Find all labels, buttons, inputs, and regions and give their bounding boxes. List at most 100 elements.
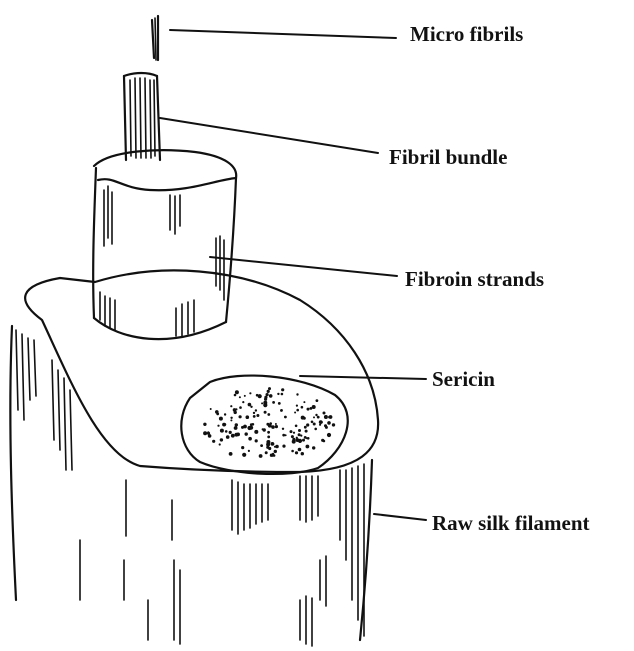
- label-sericin: Sericin: [432, 369, 495, 390]
- stipple-dot: [267, 390, 270, 393]
- fibril-bundle-hatching: [130, 78, 155, 158]
- stipple-dot: [203, 431, 207, 435]
- stipple-dot: [226, 435, 230, 439]
- stipple-dot: [278, 402, 281, 405]
- stipple-dot: [235, 408, 237, 410]
- stipple-dot: [267, 431, 270, 434]
- stipple-dot: [312, 446, 315, 449]
- stipple-dot: [246, 415, 250, 419]
- stipple-dot: [269, 422, 272, 425]
- stipple-dot: [261, 402, 263, 404]
- stipple-dot: [248, 437, 252, 441]
- stipple-dot: [239, 396, 241, 398]
- stipple-dot: [245, 432, 248, 435]
- stipple-dot: [244, 395, 246, 397]
- stipple-dot: [220, 429, 224, 433]
- stipple-dot: [255, 439, 258, 442]
- stipple-dot: [258, 394, 262, 398]
- stipple-dot: [253, 415, 256, 418]
- stipple-dot: [298, 433, 301, 436]
- stipple-dot: [207, 431, 209, 433]
- hatching: [16, 18, 364, 646]
- stipple-dot: [302, 439, 305, 442]
- label-fibroin-strands: Fibroin strands: [405, 269, 544, 290]
- stipple-dot: [220, 438, 223, 441]
- stipple-dot: [210, 408, 212, 410]
- stipple-dot: [327, 433, 331, 437]
- leader-sericin: [300, 376, 426, 379]
- stipple-dot: [268, 387, 271, 390]
- stipple-dot: [312, 405, 316, 409]
- stipple-dot: [291, 435, 294, 438]
- stipple-dot: [304, 426, 307, 429]
- stipple-dot: [234, 411, 237, 414]
- stipple-dot: [241, 426, 244, 429]
- stipple-dot: [274, 450, 277, 453]
- stipple-dot: [324, 415, 328, 419]
- stipple-dot: [219, 443, 221, 445]
- stipple-dot: [255, 409, 257, 411]
- stipple-dot: [242, 453, 246, 457]
- stipple-dot: [217, 425, 219, 427]
- stipple-dot: [313, 416, 315, 418]
- stipple-dot: [262, 428, 264, 430]
- stipple-dot: [306, 423, 309, 426]
- stipple-dot: [295, 425, 298, 428]
- stipple-dot: [292, 438, 295, 441]
- stipple-dot: [296, 438, 300, 442]
- stipple-dot: [321, 421, 323, 423]
- leader-lines: [160, 30, 426, 520]
- stipple-dot: [273, 454, 276, 457]
- stipple-dot: [263, 401, 267, 405]
- stipple-dot: [215, 410, 219, 414]
- stipple-dot: [225, 430, 228, 433]
- label-micro-fibrils: Micro fibrils: [410, 24, 523, 45]
- stipple-dot: [235, 433, 239, 437]
- stipple-dot: [239, 415, 242, 418]
- stipple-dot: [294, 412, 296, 414]
- stipple-dot: [296, 405, 298, 407]
- stipple-dot: [319, 424, 321, 426]
- stipple-dot: [325, 426, 328, 429]
- stipple-dot: [249, 392, 251, 394]
- stipple-dot: [290, 430, 293, 433]
- micro-fibril-hatching: [155, 18, 156, 60]
- stipple-dot: [242, 401, 244, 403]
- stipple-dot: [275, 425, 278, 428]
- strand-bottom: [94, 318, 226, 339]
- stipple-dot: [306, 445, 310, 449]
- stipple-dot: [224, 413, 226, 415]
- stipple-dot: [281, 388, 284, 391]
- stipple-dot: [239, 406, 242, 409]
- stipple-dot: [284, 416, 287, 419]
- stipple-dot: [298, 448, 302, 452]
- stipple-dot: [281, 393, 284, 396]
- stipple-dot: [265, 451, 268, 454]
- stipple-dot: [229, 452, 233, 456]
- label-fibril-bundle: Fibril bundle: [389, 147, 507, 168]
- stipple-dot: [317, 416, 320, 419]
- stipple-dot: [267, 436, 270, 439]
- stipple-dot: [267, 413, 270, 416]
- stipple-dot: [277, 393, 279, 395]
- stipple-dot: [256, 414, 259, 417]
- stipple-dot: [323, 412, 326, 415]
- stipple-dot: [222, 423, 225, 426]
- stipple-dot: [275, 423, 277, 425]
- filament-top-ellipse: [25, 270, 378, 472]
- leader-raw-silk: [374, 514, 426, 520]
- stipple-dot: [282, 434, 285, 437]
- stipple-dot: [260, 444, 263, 447]
- stipple-dot: [212, 440, 215, 443]
- stipple-dot: [307, 408, 310, 411]
- strand-top-front: [98, 178, 236, 190]
- stipple-dot: [313, 423, 316, 426]
- stipple-dot: [203, 423, 206, 426]
- stipple-dot: [229, 431, 232, 434]
- filament-front-strokes: [80, 480, 180, 644]
- stipple-dot: [282, 428, 284, 430]
- stipple-dot: [235, 390, 239, 394]
- sericin-core-dots: [203, 387, 335, 458]
- stipple-dot: [253, 412, 255, 414]
